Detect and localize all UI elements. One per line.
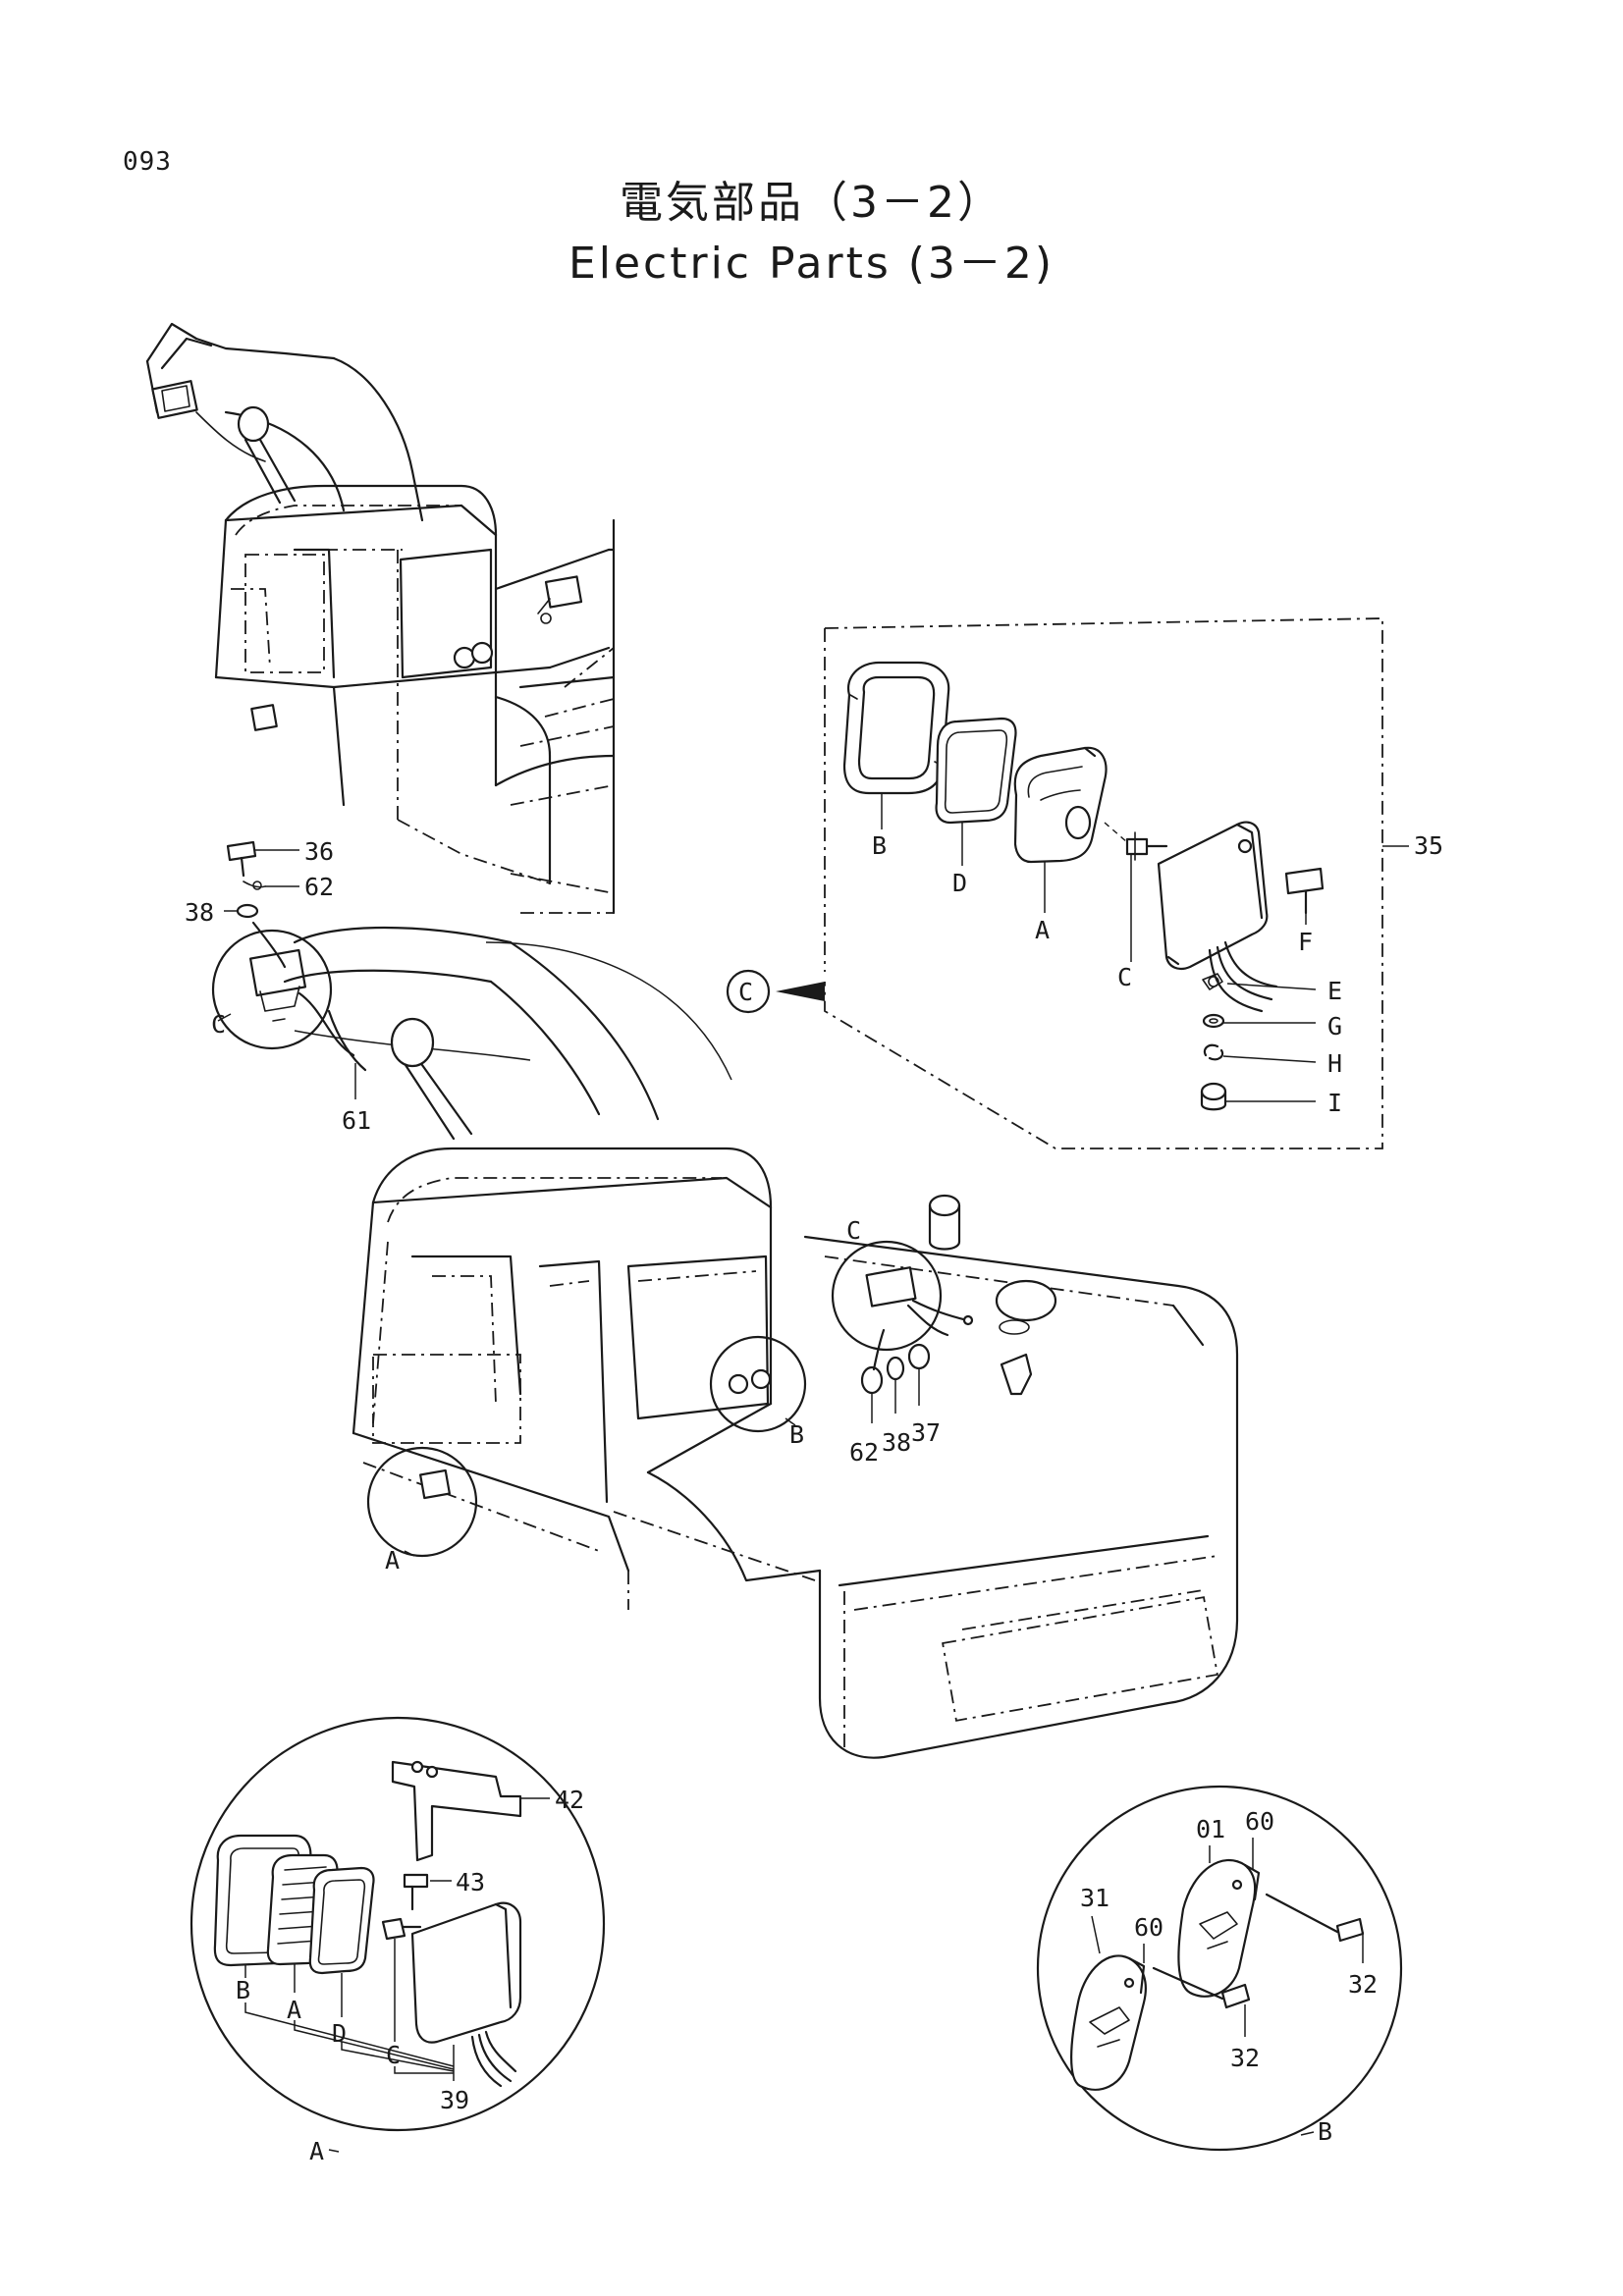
cab-label-a: A: [385, 1546, 400, 1575]
callout-60-lower: 60: [1134, 1913, 1163, 1942]
lamp-label-a: A: [287, 1996, 301, 2024]
reference-label-c: C: [738, 978, 753, 1006]
page-number: 093: [123, 147, 172, 177]
callout-37: 37: [911, 1418, 941, 1447]
upper-excavator-drawing: [145, 322, 616, 915]
callout-42: 42: [555, 1786, 584, 1814]
detail-label-g: G: [1327, 1012, 1342, 1041]
view-label-b: B: [1318, 2117, 1332, 2146]
detail-label-f: F: [1298, 928, 1313, 956]
boom-label-c: C: [211, 1010, 226, 1039]
callout-61: 61: [342, 1106, 371, 1135]
callout-35: 35: [1414, 831, 1443, 860]
callout-32-lower: 32: [1230, 2044, 1260, 2072]
callout-43: 43: [456, 1868, 485, 1896]
detail-label-b: B: [872, 831, 887, 860]
detail-label-a: A: [1035, 916, 1050, 944]
detail-label-e: E: [1327, 977, 1342, 1005]
lamp-label-c: C: [386, 2041, 401, 2069]
callout-39: 39: [440, 2086, 469, 2114]
view-b-switch-panel: [1036, 1785, 1403, 2152]
page-title-english: Electric Parts (3－2): [568, 239, 1055, 289]
callout-60-upper: 60: [1245, 1807, 1274, 1836]
main-excavator-drawing: [283, 926, 1239, 1759]
view-label-a: A: [309, 2137, 324, 2165]
cab-label-c: C: [846, 1216, 861, 1245]
callout-62-boom: 62: [304, 873, 334, 901]
callout-38-boom: 38: [185, 898, 214, 927]
lamp-label-d: D: [332, 2019, 347, 2048]
cab-label-b: B: [789, 1420, 804, 1449]
callout-32-right: 32: [1348, 1970, 1378, 1999]
callout-01: 01: [1196, 1815, 1225, 1843]
detail-label-i: I: [1327, 1089, 1342, 1117]
detail-label-d: D: [952, 869, 967, 897]
page-title-japanese: 電気部品（3－2）: [620, 178, 1003, 228]
detail-label-c: C: [1117, 963, 1132, 991]
callout-38-cab: 38: [882, 1428, 911, 1457]
lamp-label-b: B: [236, 1976, 250, 2004]
detail-c-exploded-lamp: [726, 617, 1409, 1149]
callout-31: 31: [1080, 1884, 1109, 1912]
boom-lamp-assembly: [211, 840, 367, 1099]
callout-36: 36: [304, 837, 334, 866]
view-a-lamp-bracket: [189, 1716, 606, 2153]
callout-62-cab: 62: [849, 1438, 879, 1467]
detail-label-h: H: [1327, 1049, 1342, 1078]
